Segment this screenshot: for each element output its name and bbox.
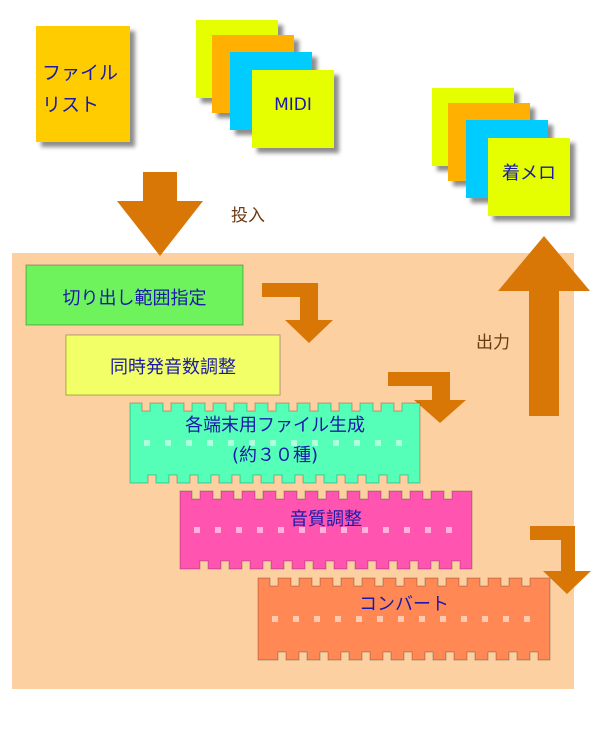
film-hole [312, 440, 318, 446]
film-hole [356, 616, 362, 622]
film-hole [503, 616, 509, 622]
step-polyphony-label: 同時発音数調整 [110, 357, 236, 378]
film-hole [228, 440, 234, 446]
film-hole [293, 616, 299, 622]
file-list-label-line1: ファイル [42, 62, 119, 84]
film-hole [335, 616, 341, 622]
ringtone-card-front: 着メロ [488, 138, 570, 216]
step-sound-quality-box-holes [194, 527, 452, 533]
film-hole [144, 440, 150, 446]
ringtone-label: 着メロ [502, 163, 556, 184]
step-arrow-3 [530, 526, 591, 594]
file-list-card: ファイル リスト [36, 26, 130, 142]
film-hole [207, 440, 213, 446]
film-hole [249, 440, 255, 446]
step-convert-box-holes [272, 616, 530, 622]
film-hole [440, 616, 446, 622]
step-sound-quality-label: 音質調整 [290, 509, 362, 530]
film-hole [461, 616, 467, 622]
input-label: 投入 [231, 206, 265, 226]
output-label: 出力 [476, 333, 510, 353]
step-terminal-files-label-line2: (約３０種) [231, 445, 319, 466]
film-hole [482, 616, 488, 622]
film-hole [524, 616, 530, 622]
film-hole [425, 527, 431, 533]
film-hole [236, 527, 242, 533]
step-convert-label: コンバート [359, 594, 449, 615]
film-hole [419, 616, 425, 622]
film-hole [299, 527, 305, 533]
output-arrow [498, 236, 590, 416]
file-list-label-line2: リスト [42, 94, 100, 116]
midi-card-front: MIDI [252, 70, 334, 148]
step-terminal-files-label-line1: 各端末用ファイル生成 [185, 415, 365, 436]
step-arrow-2 [388, 372, 466, 423]
film-hole [320, 527, 326, 533]
film-hole [341, 527, 347, 533]
step-cut-range-box [25, 264, 244, 326]
film-hole [314, 616, 320, 622]
film-hole [383, 527, 389, 533]
film-hole [270, 440, 276, 446]
film-hole [446, 527, 452, 533]
film-hole [333, 440, 339, 446]
film-hole [404, 527, 410, 533]
film-hole [186, 440, 192, 446]
film-hole [257, 527, 263, 533]
film-hole [291, 440, 297, 446]
film-hole [165, 440, 171, 446]
input-arrow [117, 172, 203, 256]
film-hole [215, 527, 221, 533]
step-polyphony-box [65, 334, 281, 396]
step-arrow-1 [262, 283, 333, 343]
film-hole [377, 616, 383, 622]
film-hole [272, 616, 278, 622]
film-hole [362, 527, 368, 533]
step-cut-range-label: 切り出し範囲指定 [62, 288, 207, 309]
film-hole [398, 616, 404, 622]
film-hole [396, 440, 402, 446]
film-hole [354, 440, 360, 446]
midi-label: MIDI [274, 95, 312, 115]
step-terminal-files-box-holes [144, 440, 402, 446]
film-hole [194, 527, 200, 533]
film-hole [278, 527, 284, 533]
film-hole [375, 440, 381, 446]
